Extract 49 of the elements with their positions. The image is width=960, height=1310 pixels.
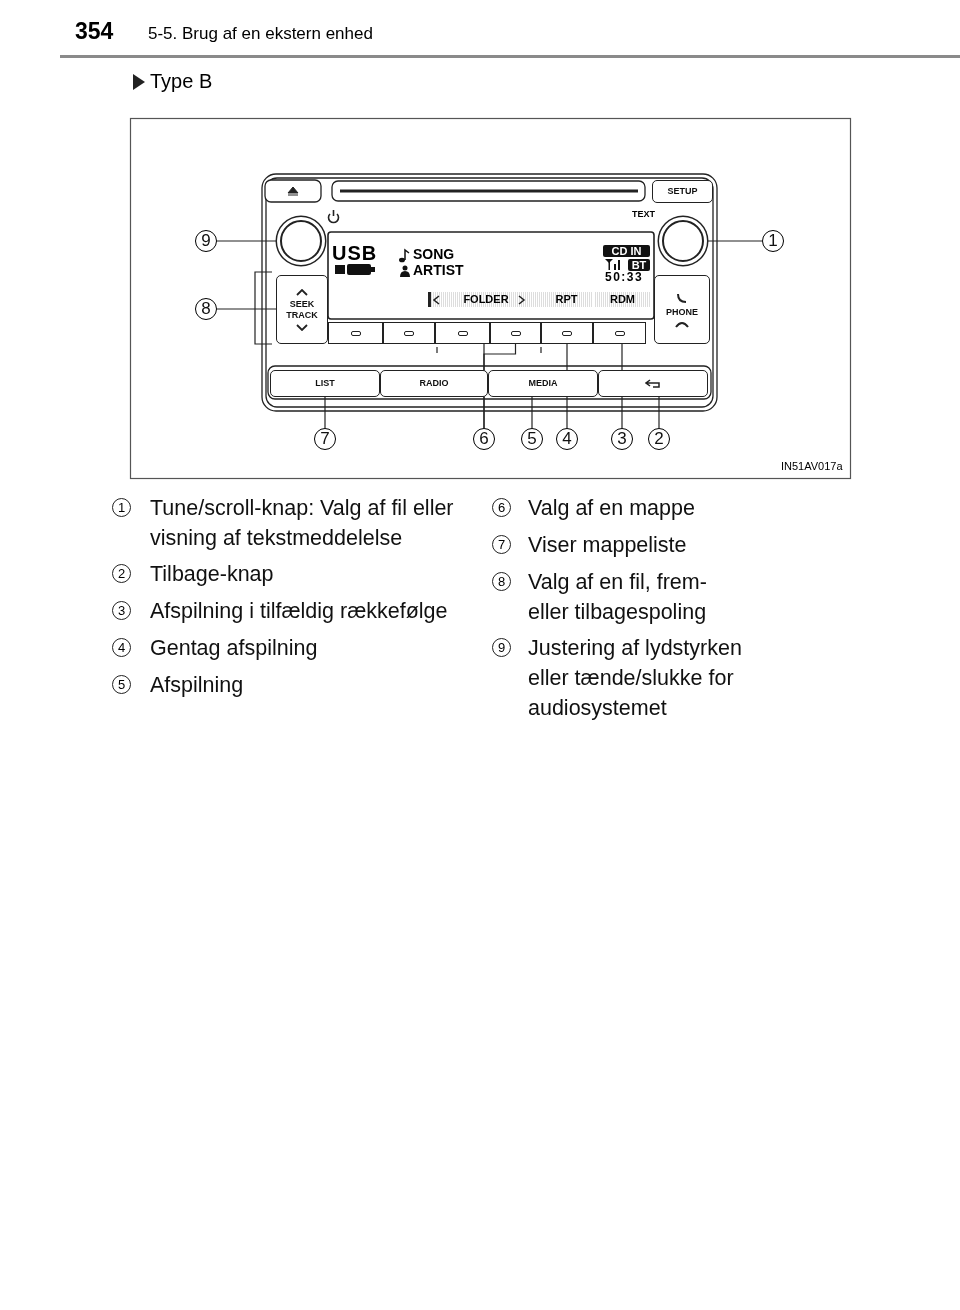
- preset-button: [435, 322, 490, 344]
- preset-button: [490, 322, 541, 344]
- display-indicator: BT: [628, 259, 650, 271]
- radio-button: RADIO: [380, 370, 488, 397]
- callout-number: 5: [521, 428, 543, 450]
- phone-button: PHONE: [654, 275, 710, 344]
- description-text: Viser mappeliste: [528, 532, 688, 559]
- description-text: Valg af en mappe: [528, 495, 696, 522]
- back-button: [598, 370, 708, 397]
- figure-code: IN51AV017a: [781, 460, 843, 472]
- preset-button: [541, 322, 593, 344]
- callout-number: 7: [314, 428, 336, 450]
- preset-button: [383, 322, 435, 344]
- callout-number: 8: [195, 298, 217, 320]
- leader-line: [324, 396, 326, 429]
- display-softkey-label: RDM: [595, 292, 650, 307]
- description-text: Tune/scroll-knap: Valg af fil eller visning af tekstmeddelelse: [150, 495, 455, 552]
- callout-number: 4: [556, 428, 578, 450]
- callout-number: 6: [473, 428, 495, 450]
- list-button: LIST: [270, 370, 380, 397]
- description-text: Valg af en fil, frem- eller tilbagespoling: [528, 569, 708, 626]
- description-text: Tilbage-knap: [150, 561, 275, 588]
- leader-line: [658, 396, 660, 429]
- display-text: ARTIST: [413, 262, 464, 278]
- callout-number: 9: [195, 230, 217, 252]
- media-button: MEDIA: [488, 370, 598, 397]
- button-caption: TEXT: [632, 209, 655, 219]
- display-softkey-label: RPT: [541, 292, 592, 307]
- callout-number: 3: [611, 428, 633, 450]
- subheading: Type B: [150, 70, 213, 93]
- leader-line: [216, 308, 277, 310]
- display-indicator: CD IN: [603, 245, 650, 257]
- description-text: Afspilning i tilfældig rækkefølge: [150, 598, 449, 625]
- preset-button: [593, 322, 646, 344]
- callout-number: 1: [762, 230, 784, 252]
- section-heading: 5-5. Brug af en ekstern enhed: [148, 24, 373, 44]
- preset-button: [328, 322, 383, 344]
- display-time: 50:33: [605, 271, 644, 284]
- description-text: Justering af lydstyrken eller tænde/slukke for audiosystemet: [528, 635, 743, 722]
- description-text: Afspilning: [150, 672, 245, 699]
- description-text: Gentag afspilning: [150, 635, 319, 662]
- leader-line: [531, 396, 533, 429]
- setup-button: SETUP: [652, 180, 713, 203]
- display-text: SONG: [413, 246, 455, 262]
- display-text: USB: [332, 243, 378, 263]
- callout-number: 2: [648, 428, 670, 450]
- display-softkey-label: FOLDER: [428, 292, 541, 307]
- seek-track-button: SEEK TRACK: [276, 275, 328, 344]
- page-number: 354: [75, 18, 114, 45]
